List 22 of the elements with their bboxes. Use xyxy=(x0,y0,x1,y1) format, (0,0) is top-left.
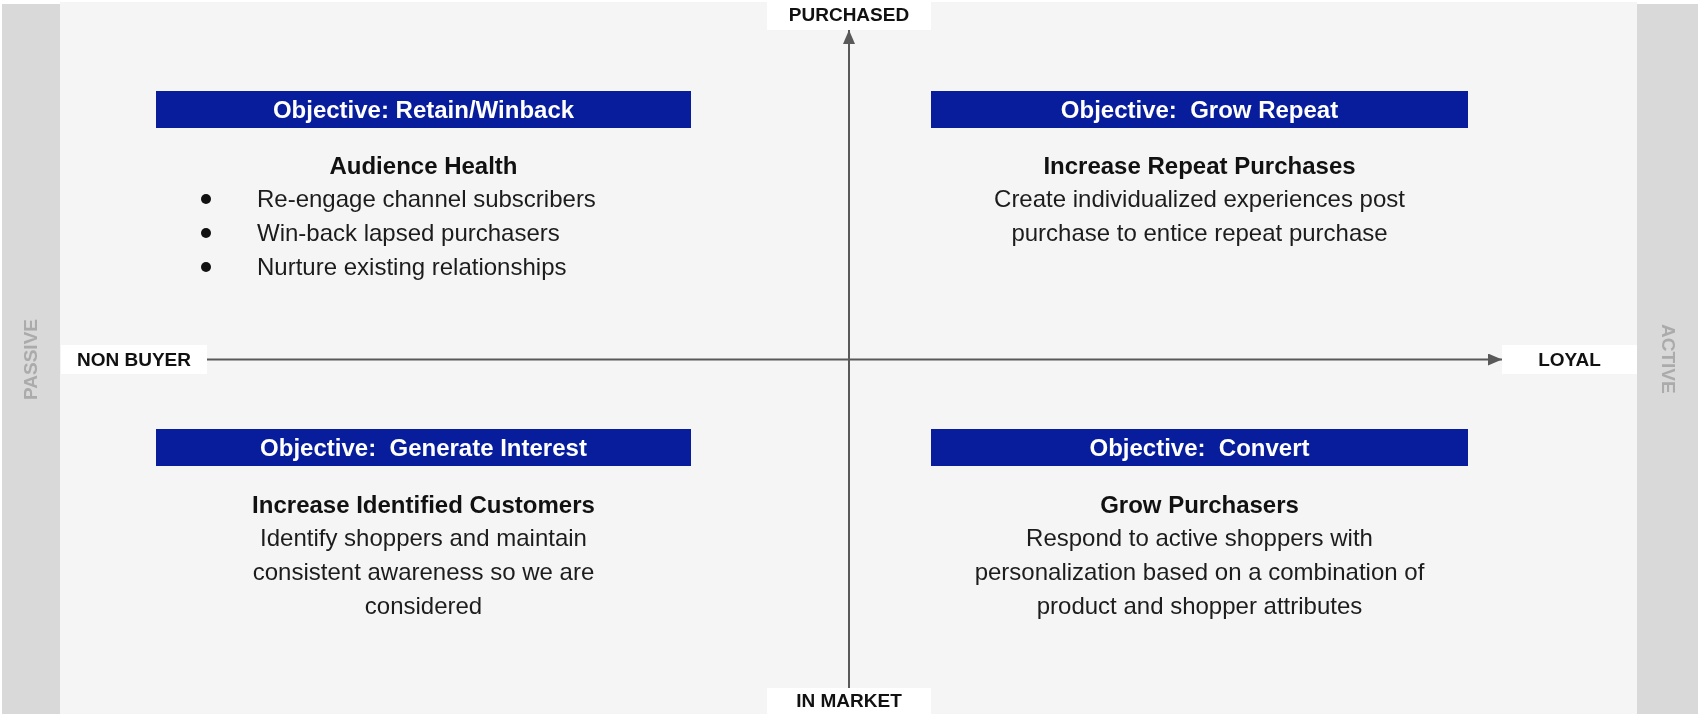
axis-label: NON BUYER xyxy=(61,345,207,374)
quadrant-heading: Increase Repeat Purchases xyxy=(1042,151,1357,181)
axis-arrow xyxy=(843,29,855,689)
quadrant-heading: Increase Identified Customers xyxy=(251,490,596,520)
objective-banner: Objective: Convert xyxy=(931,429,1468,466)
axis-label: PURCHASED xyxy=(767,0,931,30)
axis-arrow xyxy=(206,353,1503,366)
axis-label: IN MARKET xyxy=(767,688,931,714)
bullet-text: Nurture existing relationships xyxy=(257,252,567,282)
objective-banner: Objective: Grow Repeat xyxy=(931,91,1468,128)
bullet-text: Re-engage channel subscribers xyxy=(257,184,596,214)
side-band xyxy=(2,4,60,714)
description-text: Identify shoppers and maintain consistent awareness so we are considered xyxy=(251,523,596,621)
quadrant-heading: Audience Health xyxy=(328,151,519,181)
objective-banner: Objective: Generate Interest xyxy=(156,429,691,466)
objective-banner: Objective: Retain/Winback xyxy=(156,91,691,128)
quadrant-heading: Grow Purchasers xyxy=(1099,490,1300,520)
description-text: Respond to active shoppers with personalization based on a combination of product and shopper attributes xyxy=(974,523,1425,621)
axis-label: LOYAL xyxy=(1502,345,1637,374)
side-band xyxy=(1637,4,1698,714)
bullet-text: Win-back lapsed purchasers xyxy=(257,218,560,248)
description-text: Create individualized experiences post purchase to entice repeat purchase xyxy=(993,184,1406,248)
